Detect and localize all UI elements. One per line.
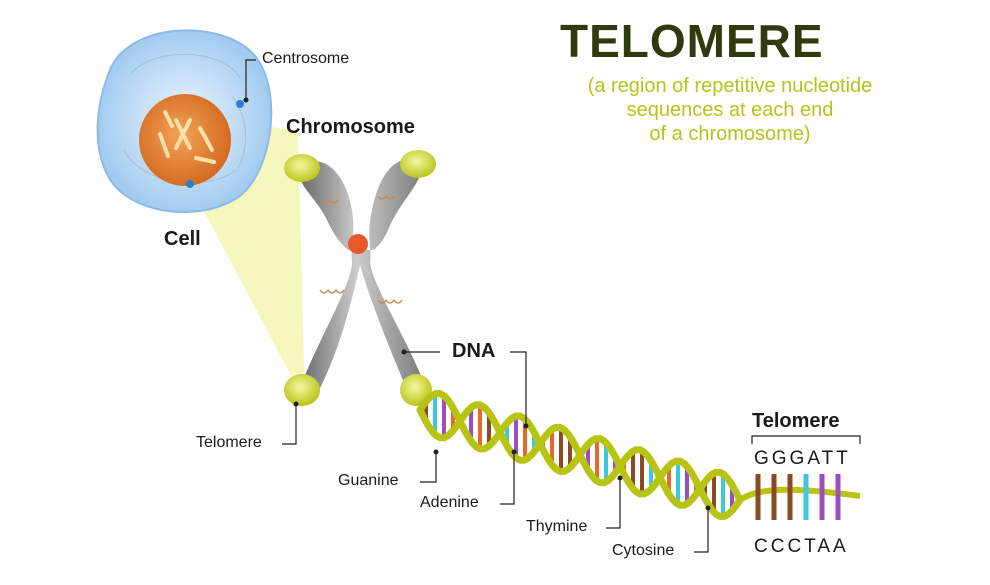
centrosome-dot-lower	[186, 180, 194, 188]
label-telomere-right: Telomere	[752, 410, 840, 432]
label-chromosome: Chromosome	[286, 116, 415, 138]
dna-helix	[416, 390, 861, 520]
label-adenine: Adenine	[420, 494, 479, 511]
sequence-bottom: CCCTAA	[754, 536, 849, 557]
chromosome-illustration	[284, 150, 436, 406]
centromere	[348, 234, 368, 254]
telomere-cap-top-right	[400, 150, 436, 178]
telomere-strand	[738, 486, 861, 503]
label-dna: DNA	[452, 340, 496, 362]
label-centrosome: Centrosome	[262, 50, 350, 67]
label-cytosine: Cytosine	[612, 542, 675, 559]
label-telomere-left: Telomere	[196, 434, 262, 451]
subtitle-line-1: (a region of repetitive nucleotide	[587, 75, 873, 97]
cell-illustration	[96, 29, 273, 214]
telomere-cap-bottom-right	[400, 374, 432, 406]
leader-dots	[243, 97, 711, 511]
leader-lines	[245, 59, 861, 553]
subtitle-line-3: of a chromosome)	[649, 123, 811, 145]
telomere-cap-bottom-left	[284, 374, 320, 406]
page-title: TELOMERE	[560, 15, 824, 67]
label-thymine: Thymine	[526, 518, 588, 535]
sequence-top: GGGATT	[754, 448, 851, 469]
subtitle: (a region of repetitive nucleotide seque…	[540, 74, 920, 146]
backbone-strand-b	[416, 390, 744, 520]
subtitle-line-2: sequences at each end	[626, 99, 834, 121]
telomere-cap-top-left	[284, 154, 320, 182]
label-cell: Cell	[164, 228, 201, 250]
label-guanine: Guanine	[338, 472, 399, 489]
centrosome-dot	[236, 100, 244, 108]
